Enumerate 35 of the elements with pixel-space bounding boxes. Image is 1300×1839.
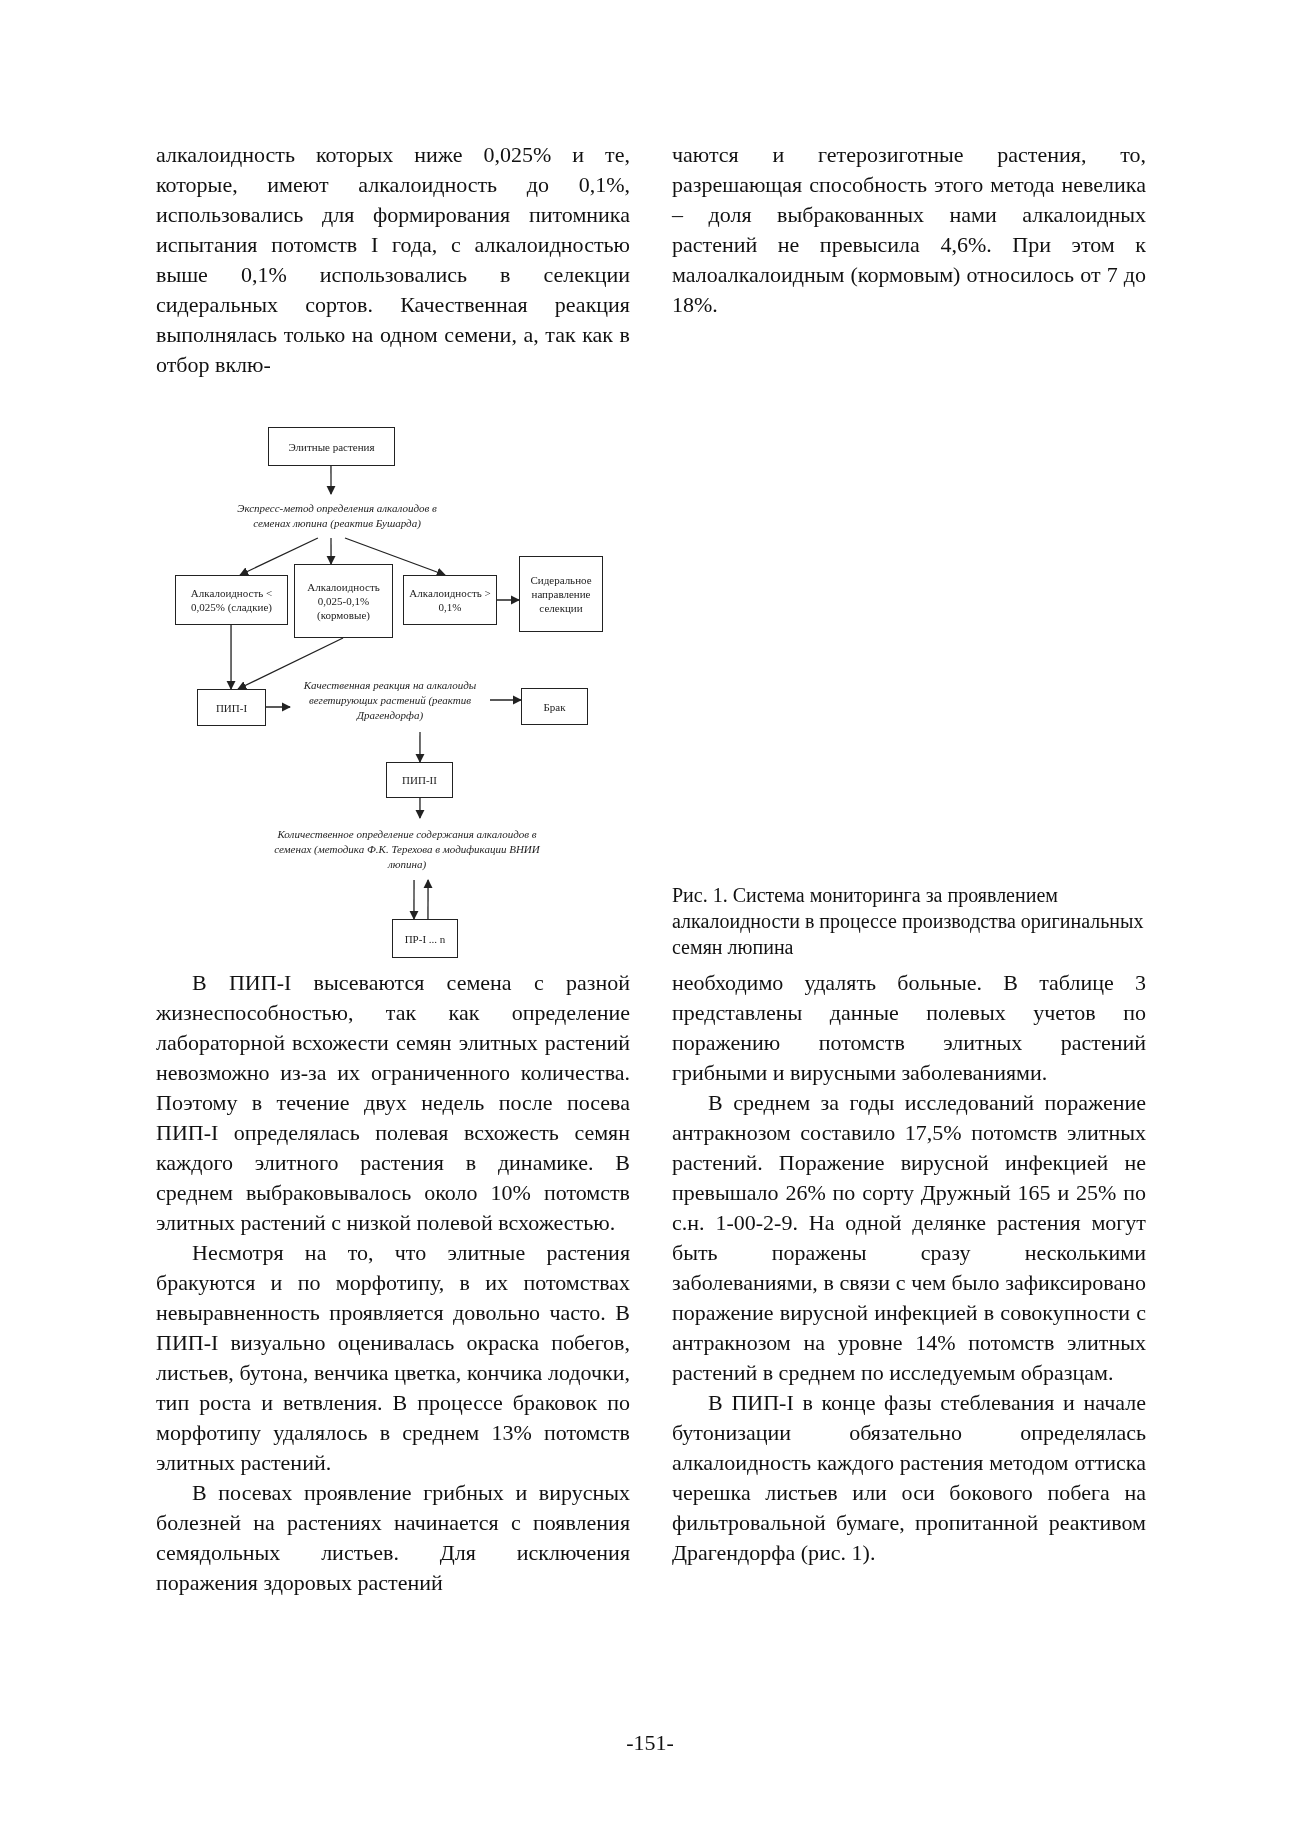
arrow: [326, 537, 336, 565]
arrow: [226, 624, 236, 690]
process-box: ПР-I ... n: [392, 919, 458, 958]
arrow: [423, 879, 433, 920]
process-box: Алкалоидность 0,025-0,1% (кормовые): [294, 564, 393, 638]
arrow: [415, 797, 425, 819]
process-box: Алкалоидность > 0,1%: [403, 575, 497, 625]
figure-caption: Рис. 1. Система мониторинга за проявлением алкалоидности в процессе производства оригинальных семян люпина: [672, 883, 1145, 960]
arrow: [496, 595, 520, 605]
process-box: Брак: [521, 688, 588, 725]
process-box: ПИП-I: [197, 689, 266, 726]
body-paragraph: В ПИП-I высеваются семена с разной жизнеспособностью, так как определение лабораторной всхожести семян элитных растений невозможно из-за их ограниченного количества. Поэтому в течение двух недель после посева ПИП-I определялась полевая всхожесть семян каждого элитного растения в динамике. В среднем выбраковывалось около 10% потомств элитных растений с низкой полевой всхожестью.: [156, 969, 630, 1237]
process-box: ПИП-II: [386, 762, 453, 798]
body-paragraph: необходимо удалять больные. В таблице 3 представлены данные полевых учетов по поражению потомств элитных растений грибными и вирусными заболеваниями.: [672, 969, 1146, 1087]
page-number: -151-: [625, 1730, 675, 1756]
method-text: Качественная реакция на алкалоиды вегетирующих растений (реактив Драгендорфа): [290, 668, 490, 732]
process-box: Сидеральное направление селекции: [519, 556, 603, 632]
body-paragraph: алкалоидность которых ниже 0,025% и те, которые, имеют алкалоидность до 0,1%, использовались для формирования питомника испытания потомств I года, с алкалоидностью выше 0,1% использовались в селекции сидеральных сортов. Качественная реакция выполнялась только на одном семени, а, так как в отбор вклю-: [156, 141, 630, 379]
arrow: [239, 537, 319, 576]
body-paragraph: чаются и гетерозиготные растения, то, разрешающая способность этого метода невелика – доля выбракованных нами алкалоидных растений не превысила 4,6%. При этом к малоалкалоидным (кормовым) относилось от 7 до 18%.: [672, 141, 1146, 319]
arrow: [409, 879, 419, 920]
process-box: Элитные растения: [268, 427, 395, 466]
body-paragraph: В посевах проявление грибных и вирусных болезней на растениях начинается с появления семядольных листьев. Для исключения поражения здоровых растений: [156, 1479, 630, 1597]
process-box: Алкалоидность < 0,025% (сладкие): [175, 575, 288, 625]
method-text: Экспресс-метод определения алкалоидов в семенах люпина (реактив Бушарда): [226, 494, 448, 538]
arrow: [326, 465, 336, 495]
arrow: [237, 637, 344, 690]
body-paragraph: Несмотря на то, что элитные растения бракуются и по морфотипу, в их потомствах невыравненность проявляется довольно часто. В ПИП-I визуально оценивалась окраска побегов, листьев, бутона, венчика цветка, кончика лодочки, тип роста и ветвления. В процессе браковок по морфотипу удалялось в среднем 13% потомств элитных растений.: [156, 1239, 630, 1477]
method-text: Количественное определение содержания алкалоидов в семенах (методика Ф.К. Терехова в модификации ВНИИ люпина): [272, 818, 542, 880]
body-paragraph: В среднем за годы исследований поражение антракнозом составило 17,5% потомств элитных растений. Поражение вирусной инфекцией не превышало 26% по сорту Дружный 165 и 25% по с.н. 1-00-2-9. На одной делянке растения могут быть поражены сразу несколькими заболеваниями, в связи с чем было зафиксировано поражение вирусной инфекцией в совокупности с антракнозом на уровне 14% потомств элитных растений в среднем по исследуемым образцам.: [672, 1089, 1146, 1387]
arrow: [344, 537, 446, 577]
arrow: [265, 702, 291, 712]
arrow: [415, 731, 425, 763]
arrow: [489, 695, 522, 705]
body-paragraph: В ПИП-I в конце фазы стеблевания и начале бутонизации обязательно определялась алкалоидность каждого растения методом оттиска черешка листьев или оси бокового побега на фильтровальной бумаге, пропитанной реактивом Драгендорфа (рис. 1).: [672, 1389, 1146, 1567]
